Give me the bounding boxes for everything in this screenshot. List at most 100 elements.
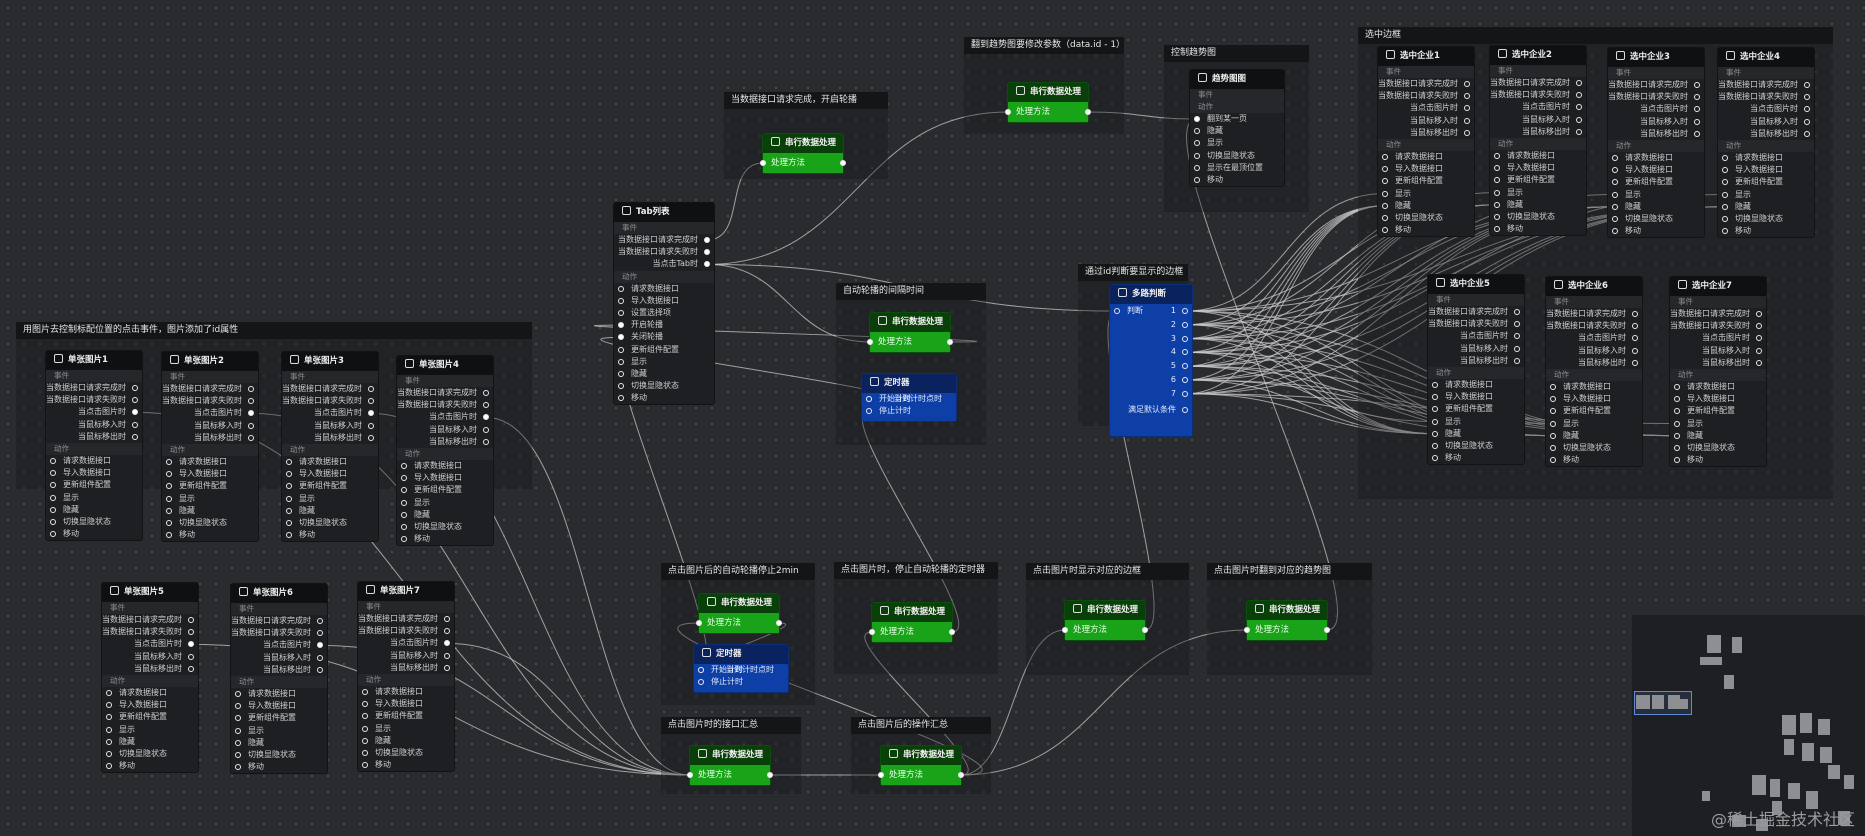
node-header[interactable]: 串行数据处理	[690, 746, 770, 765]
output-port[interactable]	[444, 616, 450, 622]
input-port[interactable]	[1382, 227, 1388, 234]
output-port[interactable]	[248, 434, 254, 441]
input-port[interactable]	[1244, 627, 1250, 633]
output-port[interactable]	[1182, 390, 1188, 397]
output-port[interactable]	[444, 652, 450, 659]
input-port[interactable]	[1005, 109, 1011, 115]
input-port[interactable]	[1674, 383, 1680, 390]
input-port[interactable]	[1382, 166, 1388, 173]
node-header[interactable]: 定时器	[694, 645, 788, 664]
output-port[interactable]	[1756, 311, 1762, 317]
node-header[interactable]: 串行数据处理	[1065, 601, 1145, 620]
input-port[interactable]	[235, 751, 241, 758]
minimap[interactable]	[1632, 615, 1865, 836]
input-port[interactable]	[362, 762, 368, 769]
input-port[interactable]	[1550, 457, 1556, 464]
output-port[interactable]	[767, 772, 773, 778]
input-port[interactable]	[1194, 116, 1200, 122]
output-port[interactable]	[1632, 359, 1638, 366]
input-port[interactable]	[235, 739, 241, 746]
input-port[interactable]	[362, 749, 368, 756]
serial-processor-node[interactable]: 串行数据处理处理方法	[878, 746, 964, 785]
output-port[interactable]	[704, 261, 710, 268]
input-port[interactable]	[286, 495, 292, 502]
serial-processor-node[interactable]: 串行数据处理处理方法	[1005, 83, 1091, 122]
node-header[interactable]: 单张图片1	[46, 351, 142, 370]
input-port[interactable]	[1612, 167, 1618, 174]
timer-node[interactable]: 定时器开始计时当到计时点时停止计时	[862, 374, 956, 421]
input-port[interactable]	[166, 495, 172, 502]
input-port[interactable]	[1114, 308, 1120, 314]
output-port[interactable]	[368, 398, 374, 405]
output-port[interactable]	[132, 409, 138, 416]
tab-list-node[interactable]: Tab列表事件当数据接口请求完成时当数据接口请求失败时当点击Tab时动作请求数据…	[614, 203, 714, 405]
node-header[interactable]: 定时器	[862, 374, 956, 393]
input-port[interactable]	[50, 518, 56, 525]
output-port[interactable]	[368, 386, 374, 392]
serial-processor-node[interactable]: 串行数据处理处理方法	[1244, 601, 1330, 640]
group-title-trend-control[interactable]: 控制趋势图	[1164, 45, 1309, 62]
output-port[interactable]	[483, 414, 489, 421]
output-port[interactable]	[947, 339, 953, 345]
output-port[interactable]	[483, 438, 489, 445]
input-port[interactable]	[362, 725, 368, 732]
input-port[interactable]	[878, 772, 884, 778]
input-port[interactable]	[698, 679, 704, 686]
output-port[interactable]	[1576, 104, 1582, 111]
node-header[interactable]: 串行数据处理	[699, 594, 779, 613]
output-port[interactable]	[1182, 377, 1188, 383]
input-port[interactable]	[618, 370, 624, 377]
input-port[interactable]	[1722, 191, 1728, 198]
output-port[interactable]	[317, 666, 323, 673]
output-port[interactable]	[1632, 323, 1638, 330]
input-port[interactable]	[1432, 430, 1438, 437]
output-port[interactable]	[1324, 627, 1330, 633]
output-port[interactable]	[188, 629, 194, 636]
input-port[interactable]	[1550, 408, 1556, 415]
input-port[interactable]	[286, 507, 292, 514]
output-port[interactable]	[866, 396, 872, 402]
output-port[interactable]	[1756, 359, 1762, 366]
input-port[interactable]	[362, 688, 368, 695]
serial-processor-node[interactable]: 串行数据处理处理方法	[760, 134, 846, 173]
output-port[interactable]	[1804, 94, 1810, 101]
output-port[interactable]	[1576, 80, 1582, 86]
input-port[interactable]	[1722, 154, 1728, 161]
group-title-click-api-summary[interactable]: 点击图片时的接口汇总	[661, 717, 801, 734]
output-port[interactable]	[248, 422, 254, 429]
output-port[interactable]	[1756, 335, 1762, 342]
input-port[interactable]	[1674, 408, 1680, 415]
group-title-click-stop-2min[interactable]: 点击图片后的自动轮播停止2min	[661, 563, 815, 580]
node-header[interactable]: 多路判断	[1110, 285, 1192, 304]
input-port[interactable]	[618, 346, 624, 353]
input-port[interactable]	[235, 703, 241, 710]
group-title-click-flip-trend[interactable]: 点击图片时翻到对应的趋势图	[1207, 563, 1372, 580]
input-port[interactable]	[618, 358, 624, 365]
group-title-selected-box[interactable]: 选中边框	[1358, 27, 1833, 44]
input-port[interactable]	[867, 339, 873, 345]
input-port[interactable]	[166, 483, 172, 490]
input-port[interactable]	[166, 532, 172, 539]
input-port[interactable]	[286, 471, 292, 478]
node-header[interactable]: 串行数据处理	[870, 313, 950, 332]
output-port[interactable]	[317, 642, 323, 649]
output-port[interactable]	[188, 617, 194, 623]
output-port[interactable]	[1182, 335, 1188, 342]
group-title-switch-border[interactable]: 通过id判断要显示的边框	[1078, 264, 1188, 281]
output-port[interactable]	[444, 628, 450, 635]
output-port[interactable]	[1756, 347, 1762, 354]
input-port[interactable]	[687, 772, 693, 778]
input-port[interactable]	[1674, 420, 1680, 427]
input-port[interactable]	[50, 506, 56, 513]
output-port[interactable]	[483, 390, 489, 396]
input-port[interactable]	[618, 309, 624, 316]
input-port[interactable]	[1432, 455, 1438, 462]
output-port[interactable]	[1694, 118, 1700, 125]
output-port[interactable]	[1182, 407, 1188, 413]
